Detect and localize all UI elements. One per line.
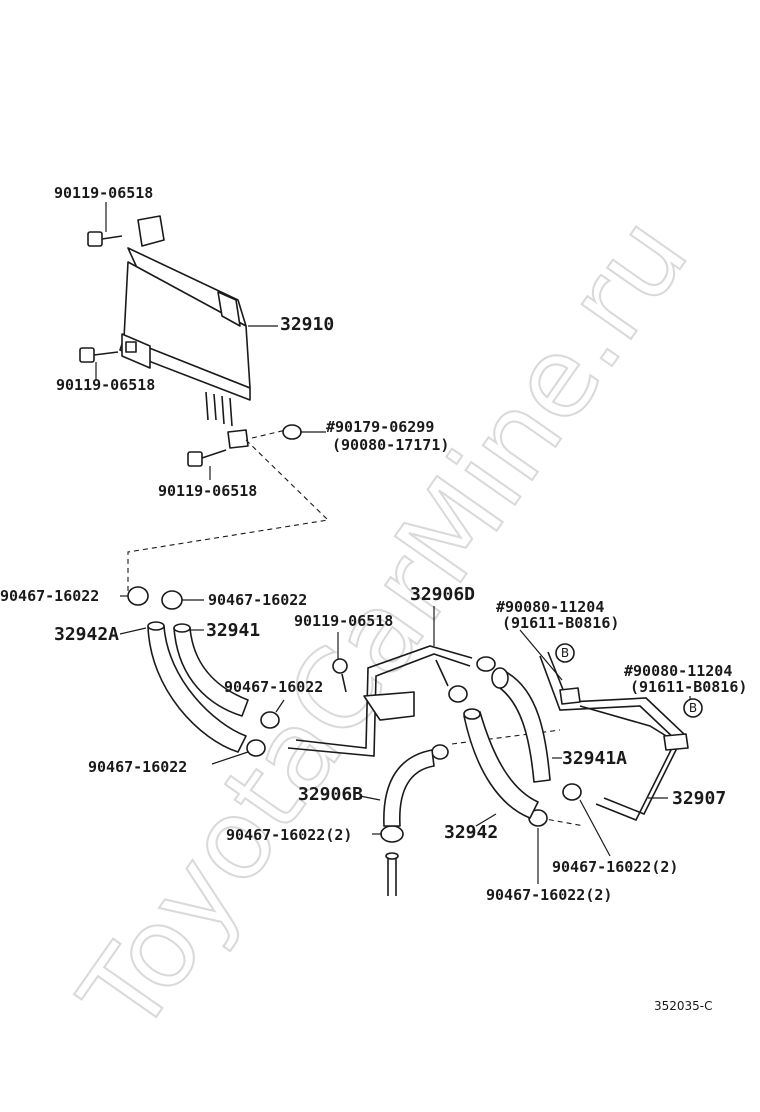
label-clamp-left-outer: 90467-16022 (0, 587, 99, 605)
pipe-32906d (287, 645, 473, 757)
label-clip-right-a: #90080-11204 (624, 662, 732, 680)
clamp-left-outer (127, 586, 149, 606)
bolt-center (332, 658, 348, 693)
label-hose-32906b: 32906B (298, 784, 363, 805)
ref-marker-b-right: B (683, 698, 703, 718)
label-hose-32942a: 32942A (54, 624, 119, 645)
clamp-left-low (246, 739, 266, 757)
label-hose-32941a: 32941A (562, 748, 627, 769)
ref-marker-b-top: B (555, 643, 575, 663)
hose-32942 (463, 708, 539, 819)
label-clamp-left-low: 90467-16022 (88, 758, 187, 776)
bolt-mid (79, 347, 119, 363)
label-clamp-mid: 90467-16022 (224, 678, 323, 696)
label-grommet-b: (90080-17171) (332, 436, 449, 454)
clamp-left-inner (161, 590, 183, 610)
label-clamp-bottom-left: 90467-16022(2) (226, 826, 352, 844)
svg-text:B: B (689, 701, 697, 715)
label-pipe-32906d: 32906D (410, 584, 475, 605)
label-clamp-left-inner: 90467-16022 (208, 591, 307, 609)
label-grommet-a: #90179-06299 (326, 418, 434, 436)
route-dashed-left (127, 439, 330, 592)
pipe-32907 (539, 651, 689, 822)
label-bolt-mid: 90119-06518 (56, 376, 155, 394)
label-clip-right-b: (91611-B0816) (630, 678, 747, 696)
hose-32942a (147, 621, 247, 753)
label-clip-top-b: (91611-B0816) (502, 614, 619, 632)
hose-32941 (173, 623, 249, 717)
route-dashed-top (251, 429, 287, 439)
clamp-right-low (562, 783, 582, 801)
label-clip-top-a: #90080-11204 (496, 598, 604, 616)
svg-text:B: B (561, 646, 569, 660)
label-bolt-center: 90119-06518 (294, 612, 393, 630)
label-pipe-32907: 32907 (672, 788, 726, 809)
clamp-center-1 (448, 685, 468, 703)
label-clamp-bottom-center: 90467-16022(2) (486, 886, 612, 904)
grommet (282, 424, 302, 440)
label-hose-32942: 32942 (444, 822, 498, 843)
hose-32941a (491, 667, 551, 783)
label-cooler: 32910 (280, 314, 334, 335)
clamp-bottom-left (380, 825, 404, 843)
label-clamp-bottom-right: 90467-16022(2) (552, 858, 678, 876)
label-bolt-low: 90119-06518 (158, 482, 257, 500)
label-hose-32941: 32941 (206, 620, 260, 641)
clamp-mid (260, 711, 280, 729)
label-bolt-top: 90119-06518 (54, 184, 153, 202)
bolt-low (187, 449, 227, 467)
clamp-center-2 (431, 744, 449, 760)
clamp-top-right (476, 656, 496, 672)
drawing-code: 352035-C (654, 999, 713, 1013)
hose-32906b (383, 749, 435, 896)
bolt-top (87, 231, 123, 247)
oil-cooler (119, 215, 251, 449)
leader-lines (95, 202, 691, 884)
